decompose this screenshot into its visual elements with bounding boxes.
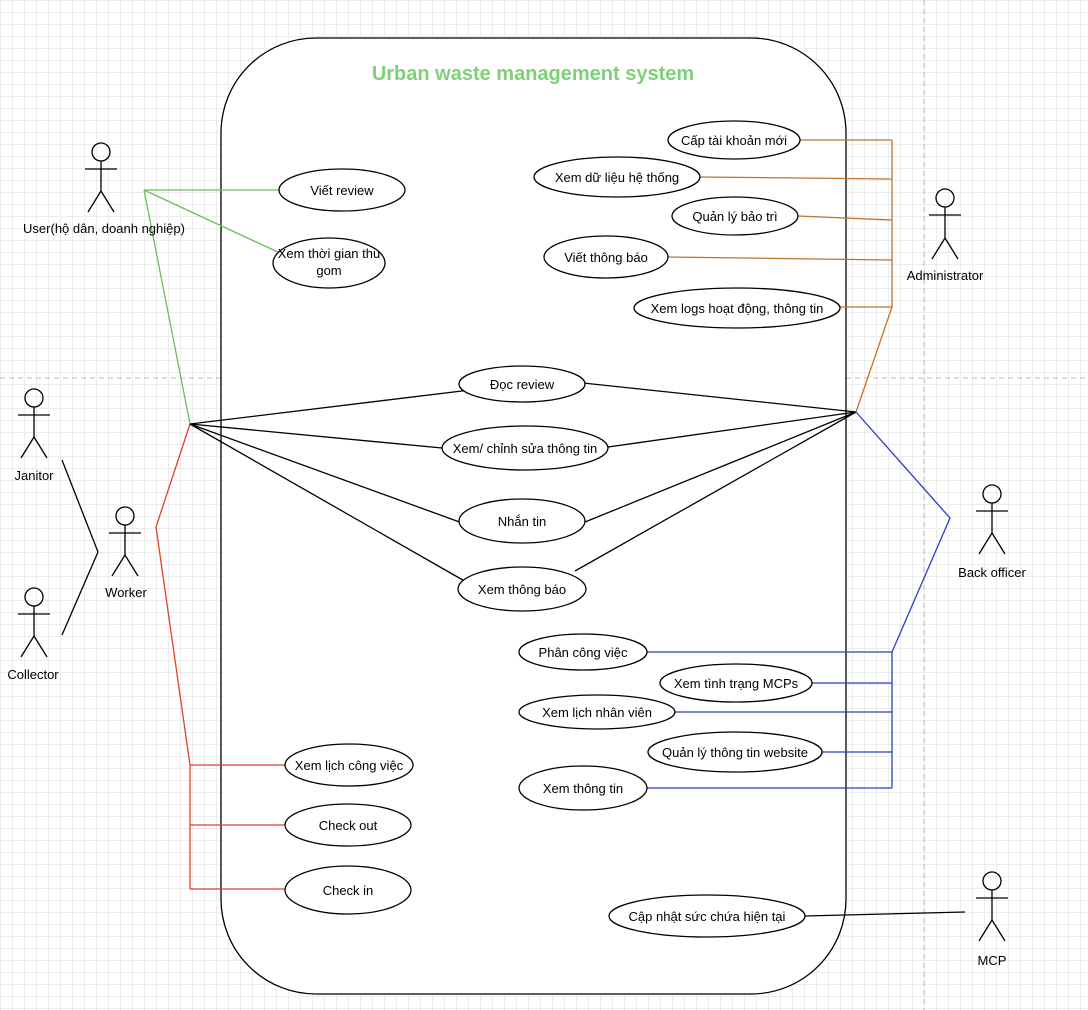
worker-generalization [61,459,99,636]
link-admin-viet-thong-bao [667,256,893,261]
actor-user-icon [85,142,117,213]
use-case-label: Xem lịch nhân viên [542,705,652,720]
use-case-check-in[interactable]: Check in [284,865,412,915]
link-admin-bao-tri [797,215,893,221]
link-admin-xem-du-lieu [699,176,893,180]
use-case-xem-lich-nhan-vien[interactable]: Xem lịch nhân viên [518,694,676,730]
use-case-xem-lich-cong-viec[interactable]: Xem lịch công việc [284,743,414,787]
use-case-label: Viết thông báo [564,250,648,265]
use-case-quan-ly-website[interactable]: Quản lý thông tin website [647,731,823,773]
use-case-label: Xem logs hoạt động, thông tin [651,301,824,316]
use-case-label: Xem tình trạng MCPs [674,676,799,691]
link-back-officer-hub [855,411,951,653]
use-case-label: Xem thông tin [543,781,623,796]
user-links [143,189,283,425]
actor-back-officer-icon [976,484,1008,555]
use-case-label: Cập nhật sức chứa hiện tại [629,909,786,924]
link-left-doc-review [189,389,471,425]
use-case-cap-tai-khoan[interactable]: Cấp tài khoản mới [667,120,801,160]
use-case-xem-du-lieu[interactable]: Xem dữ liệu hệ thống [533,156,701,198]
use-case-label: Xem thời gian thu [278,246,380,261]
actor-collector-icon [18,587,50,658]
use-case-label: gom [316,263,341,278]
actor-collector-label: Collector [7,667,59,682]
use-case-nhan-tin[interactable]: Nhắn tin [458,498,586,544]
use-case-xem-tinh-trang-mcps[interactable]: Xem tình trạng MCPs [659,663,813,703]
link-mcp-cap-nhat [804,911,966,917]
actor-user-label: User(hộ dân, doanh nghiệp) [23,221,185,236]
link-left-xem-chinh-sua [189,423,443,449]
use-case-label: Phân công việc [539,645,628,660]
use-case-xem-thong-tin[interactable]: Xem thông tin [518,765,648,811]
use-case-label: Xem thông báo [478,582,566,597]
use-case-label: Check out [319,818,378,833]
use-case-label: Xem/ chỉnh sửa thông tin [453,441,598,456]
link-collector-worker [61,551,99,636]
use-case-xem-thoi-gian-thu-gom[interactable]: Xem thời gian thu gom [272,237,386,289]
link-janitor-worker [61,459,99,553]
use-case-label: Quản lý bảo trì [692,209,777,224]
link-right-xem-chinh-sua [607,411,857,448]
use-case-label: Nhắn tin [498,514,546,529]
actor-mcp-icon [976,871,1008,942]
link-right-doc-review [582,382,857,413]
actor-administrator-icon [929,188,961,260]
use-case-label: Xem dữ liệu hệ thống [555,170,679,185]
use-case-xem-thong-bao[interactable]: Xem thông báo [457,566,587,612]
use-case-label: Xem lịch công việc [295,758,404,773]
back-officer-links [647,411,951,789]
link-left-nhan-tin [189,423,466,525]
use-case-doc-review[interactable]: Đọc review [458,365,586,403]
use-case-label: Đọc review [490,377,555,392]
use-case-label: Quản lý thông tin website [662,745,808,760]
use-case-label: Cấp tài khoản mới [681,133,787,148]
link-right-nhan-tin [584,411,857,523]
use-case-label: Check in [323,883,374,898]
use-case-xem-chinh-sua[interactable]: Xem/ chỉnh sửa thông tin [441,425,609,471]
system-title: Urban waste management system [372,63,694,85]
link-admin-hub [855,306,893,413]
worker-links [155,423,285,890]
actor-back-officer-label: Back officer [958,565,1026,580]
link-right-xem-thong-bao [574,411,857,572]
actor-janitor-icon [18,388,50,459]
use-case-viet-review[interactable]: Viết review [278,168,406,212]
use-case-check-out[interactable]: Check out [284,803,412,847]
shared-links [189,382,857,584]
admin-links [667,139,893,413]
actor-administrator-label: Administrator [907,268,984,283]
use-case-cap-nhat-suc-chua[interactable]: Cập nhật sức chứa hiện tại [608,894,806,938]
actor-worker-icon [109,506,141,577]
use-case-label: Viết review [310,183,374,198]
link-user-hub [143,189,191,425]
actor-mcp-label: MCP [978,953,1007,968]
use-case-quan-ly-bao-tri[interactable]: Quản lý bảo trì [671,196,799,236]
use-case-viet-thong-bao[interactable]: Viết thông báo [543,235,669,279]
link-worker-hub [155,423,191,766]
actor-worker-label: Worker [105,585,147,600]
link-user-xem-thoi-gian [143,189,283,255]
use-case-xem-logs[interactable]: Xem logs hoạt động, thông tin [633,287,841,329]
actor-janitor-label: Janitor [14,468,54,483]
use-case-phan-cong-viec[interactable]: Phân công việc [518,633,648,671]
link-left-xem-thong-bao [189,423,469,584]
